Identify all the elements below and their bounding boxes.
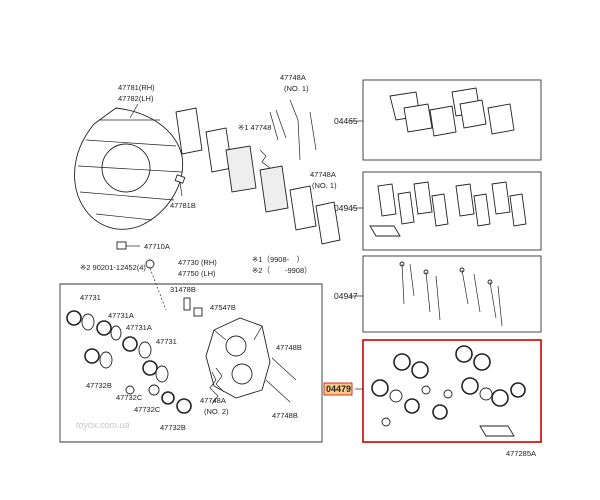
label-boot-1: 47732B [86, 381, 112, 390]
label-cylinder-kit: 04479 [326, 384, 351, 394]
bleeder-cap [145, 259, 167, 311]
guide-pins [265, 357, 297, 403]
label-caliper-rh: 47730 (RH) [178, 258, 217, 267]
cylinder-kit-frame [362, 339, 542, 443]
label-boot-2: 47732C [116, 393, 143, 402]
figure-id: 477285A [506, 449, 536, 458]
watermark: toyox.com.ua [76, 420, 130, 430]
label-pin-2: 47748B [272, 411, 298, 420]
dust-shield [74, 103, 184, 230]
label-shim-a: 47748A [280, 73, 306, 82]
label-seal-1: 47731A [108, 311, 134, 320]
label-shim-a-note: (NO. 1) [284, 84, 309, 93]
label-seal-2: 47731A [126, 323, 152, 332]
shield-bolt [174, 174, 186, 197]
piston-set-upper [66, 310, 152, 359]
shim-kit-frame [362, 171, 542, 251]
label-plug: 47547B [210, 303, 236, 312]
highlight-box [323, 382, 353, 396]
label-bleeder: 47710A [144, 242, 170, 251]
label-caliper-lh: 47750 (LH) [178, 269, 216, 278]
bleeder-screw [116, 241, 140, 250]
piston-set-lower [84, 348, 192, 414]
caliper-subframe [59, 283, 323, 443]
fitting-kit-contents [399, 261, 503, 327]
pad-kit-frame [362, 79, 542, 161]
note-2: ※2（ -9908） [252, 266, 312, 275]
label-shim-kit: 04945 [334, 203, 358, 213]
label-boot-3: 47732C [134, 405, 161, 414]
label-piston-2: 47731 [156, 337, 177, 346]
label-shield-bolt: 47781B [170, 201, 196, 210]
label-dust-shield: 47781(RH) [118, 83, 155, 92]
caliper-body [205, 317, 271, 399]
pad-kit-contents [389, 87, 515, 137]
note-1: ※1（9908- ） [252, 255, 304, 264]
label-shim-b: ※1 47748 [238, 123, 271, 132]
fitting-kit-frame [362, 255, 542, 333]
anti-rattle-spring [209, 371, 219, 405]
label-piston-1: 47731 [80, 293, 101, 302]
label-bleeder-cap: ※2 90201-12452(4) [80, 263, 146, 272]
shim-kit-contents [369, 181, 527, 237]
label-spring-a-note: (NO. 2) [204, 407, 229, 416]
label-shim-c-note: (NO. 1) [312, 181, 337, 190]
label-bolt: 31478B [170, 285, 196, 294]
label-dust-shield-lh: 47782(LH) [118, 94, 154, 103]
label-pin-1: 47748B [276, 343, 302, 352]
label-spring-a: 47748A [200, 396, 226, 405]
mount-bolt [183, 297, 203, 317]
cylinder-kit-contents [371, 345, 526, 437]
label-shim-c: 47748A [310, 170, 336, 179]
label-pad-kit: 04465 [334, 116, 358, 126]
label-boot-4: 47732B [160, 423, 186, 432]
brake-pads-group [175, 99, 341, 245]
label-fitting-kit: 04947 [334, 291, 358, 301]
